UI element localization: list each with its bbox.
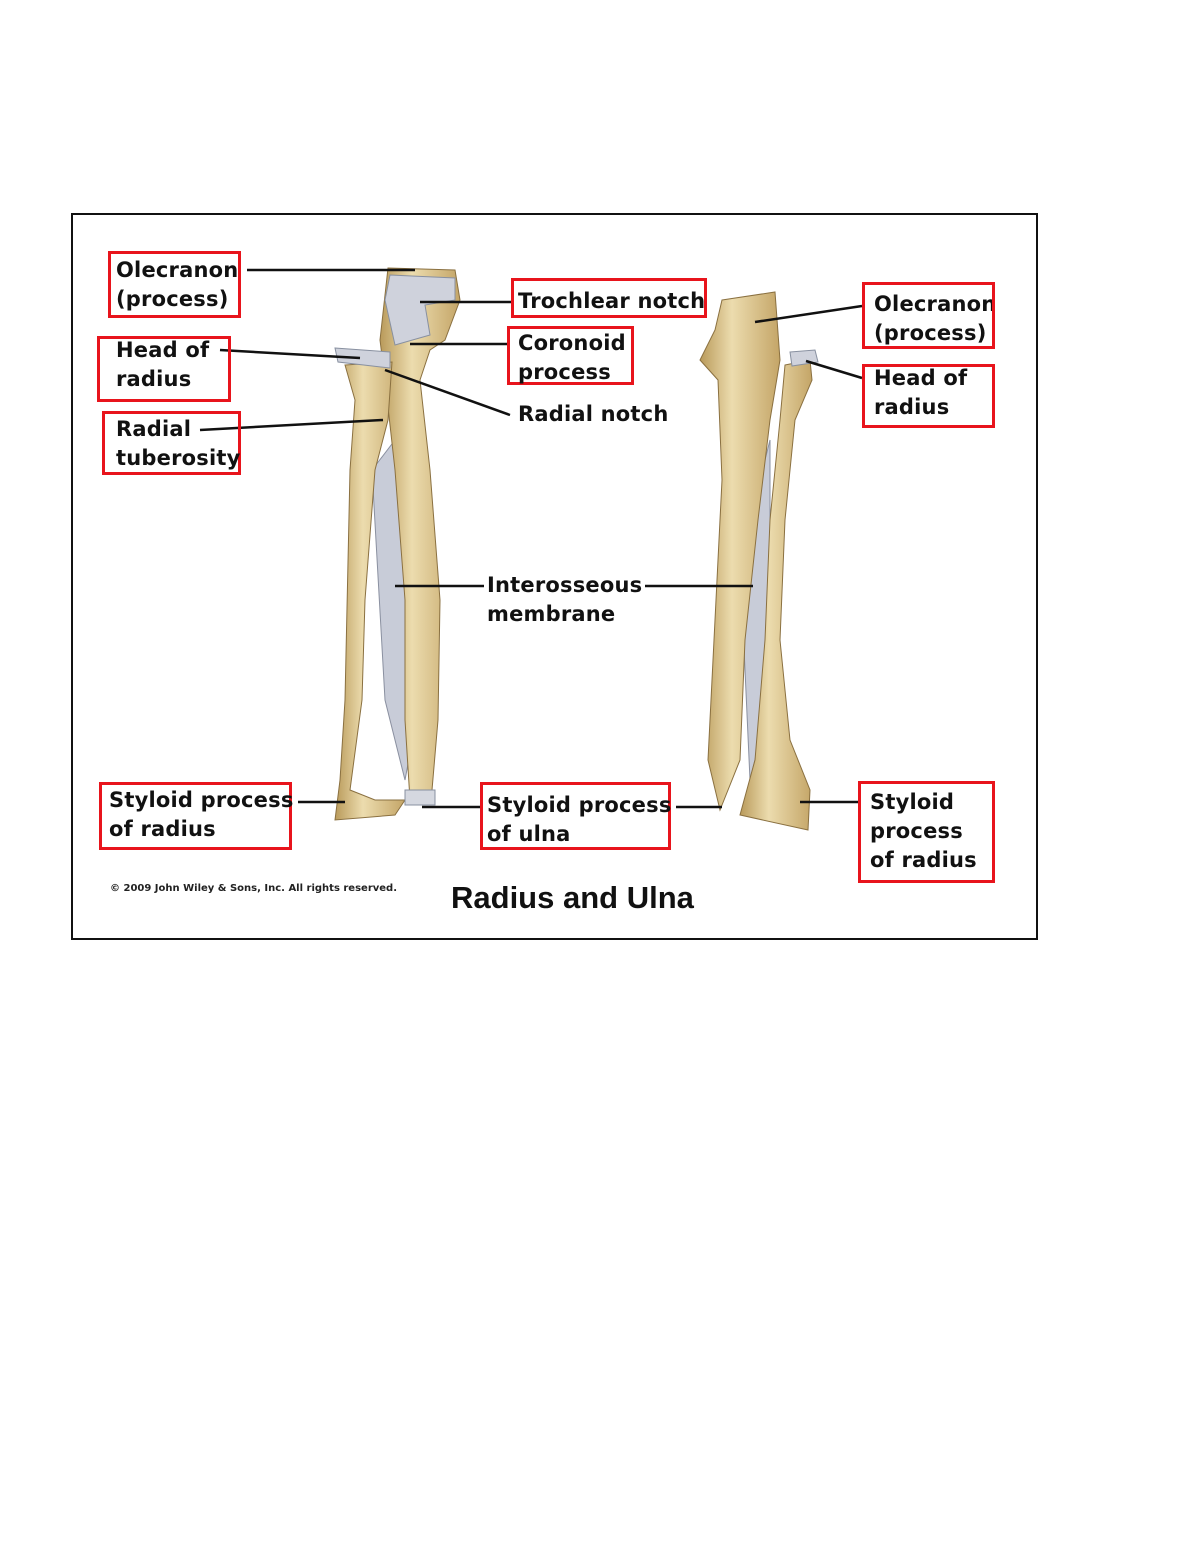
label-box-styloid-ulna [480, 782, 671, 850]
label-box-trochlear-notch [511, 278, 707, 318]
label-box-head-of-radius-right [862, 364, 995, 428]
label-box-olecranon-left [108, 251, 241, 318]
ulna-right [699, 291, 781, 812]
label-box-head-of-radius-left [97, 336, 231, 402]
label-coronoid-process: Coronoid process [518, 331, 626, 384]
diagram-frame [71, 213, 1038, 940]
diagram-title: Radius and Ulna [451, 880, 694, 915]
label-olecranon-left: Olecranon (process) [116, 258, 239, 311]
label-box-styloid-radius-right [858, 781, 995, 883]
label-trochlear-notch: Trochlear notch [518, 289, 706, 313]
copyright-notice: © 2009 John Wiley & Sons, Inc. All right… [110, 883, 398, 894]
radius-left [334, 361, 406, 821]
label-box-olecranon-right [862, 282, 995, 349]
label-box-coronoid-process [507, 326, 634, 385]
label-box-styloid-radius-left [99, 782, 292, 850]
label-styloid-radius-left: Styloid process of radius [109, 788, 294, 841]
label-interosseous-membrane: Interosseous membrane [487, 573, 643, 626]
ulna-head-left [404, 789, 436, 806]
anterior-view [334, 267, 461, 821]
leader-lines [199, 268, 863, 809]
label-head-of-radius-left: Head of radius [116, 338, 210, 391]
ulna-left [379, 267, 461, 801]
posterior-view [699, 291, 819, 831]
label-box-radial-tuberosity [102, 411, 241, 475]
label-styloid-ulna: Styloid process of ulna [487, 793, 672, 846]
label-radial-notch: Radial notch [518, 402, 669, 426]
trochlear-notch-left [384, 274, 456, 346]
radius-right [739, 359, 813, 831]
label-head-of-radius-right: Head of radius [874, 366, 968, 419]
label-olecranon-right: Olecranon (process) [874, 292, 992, 345]
label-styloid-radius-right: Styloid process of radius [870, 790, 977, 872]
label-radial-tuberosity: Radial tuberosity [116, 417, 241, 470]
